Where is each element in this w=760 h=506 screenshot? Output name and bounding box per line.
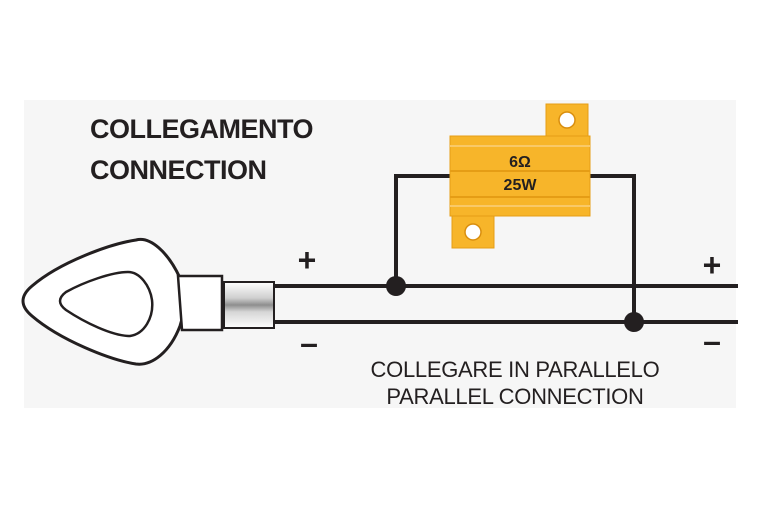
resistor-power-label: 25W [504, 177, 538, 194]
junction-dot-icon [624, 312, 644, 332]
resistor-value-label: 6Ω [509, 154, 531, 171]
junction-dot-icon [386, 276, 406, 296]
caption-english: PARALLEL CONNECTION [386, 384, 644, 409]
caption-italian: COLLEGARE IN PARALLELO [370, 357, 660, 382]
turn-signal-indicator-icon [21, 237, 275, 366]
resistor-icon: 6Ω 25W [449, 103, 591, 249]
left-negative-sign: – [300, 325, 318, 361]
diagram-title-english: CONNECTION [90, 155, 267, 185]
right-positive-sign: + [703, 247, 722, 283]
left-positive-sign: + [298, 242, 317, 278]
right-negative-sign: – [703, 323, 721, 359]
branch-wire-positive [394, 174, 452, 286]
branch-wire-negative [588, 174, 636, 322]
diagram-title-italian: COLLEGAMENTO [90, 114, 314, 144]
